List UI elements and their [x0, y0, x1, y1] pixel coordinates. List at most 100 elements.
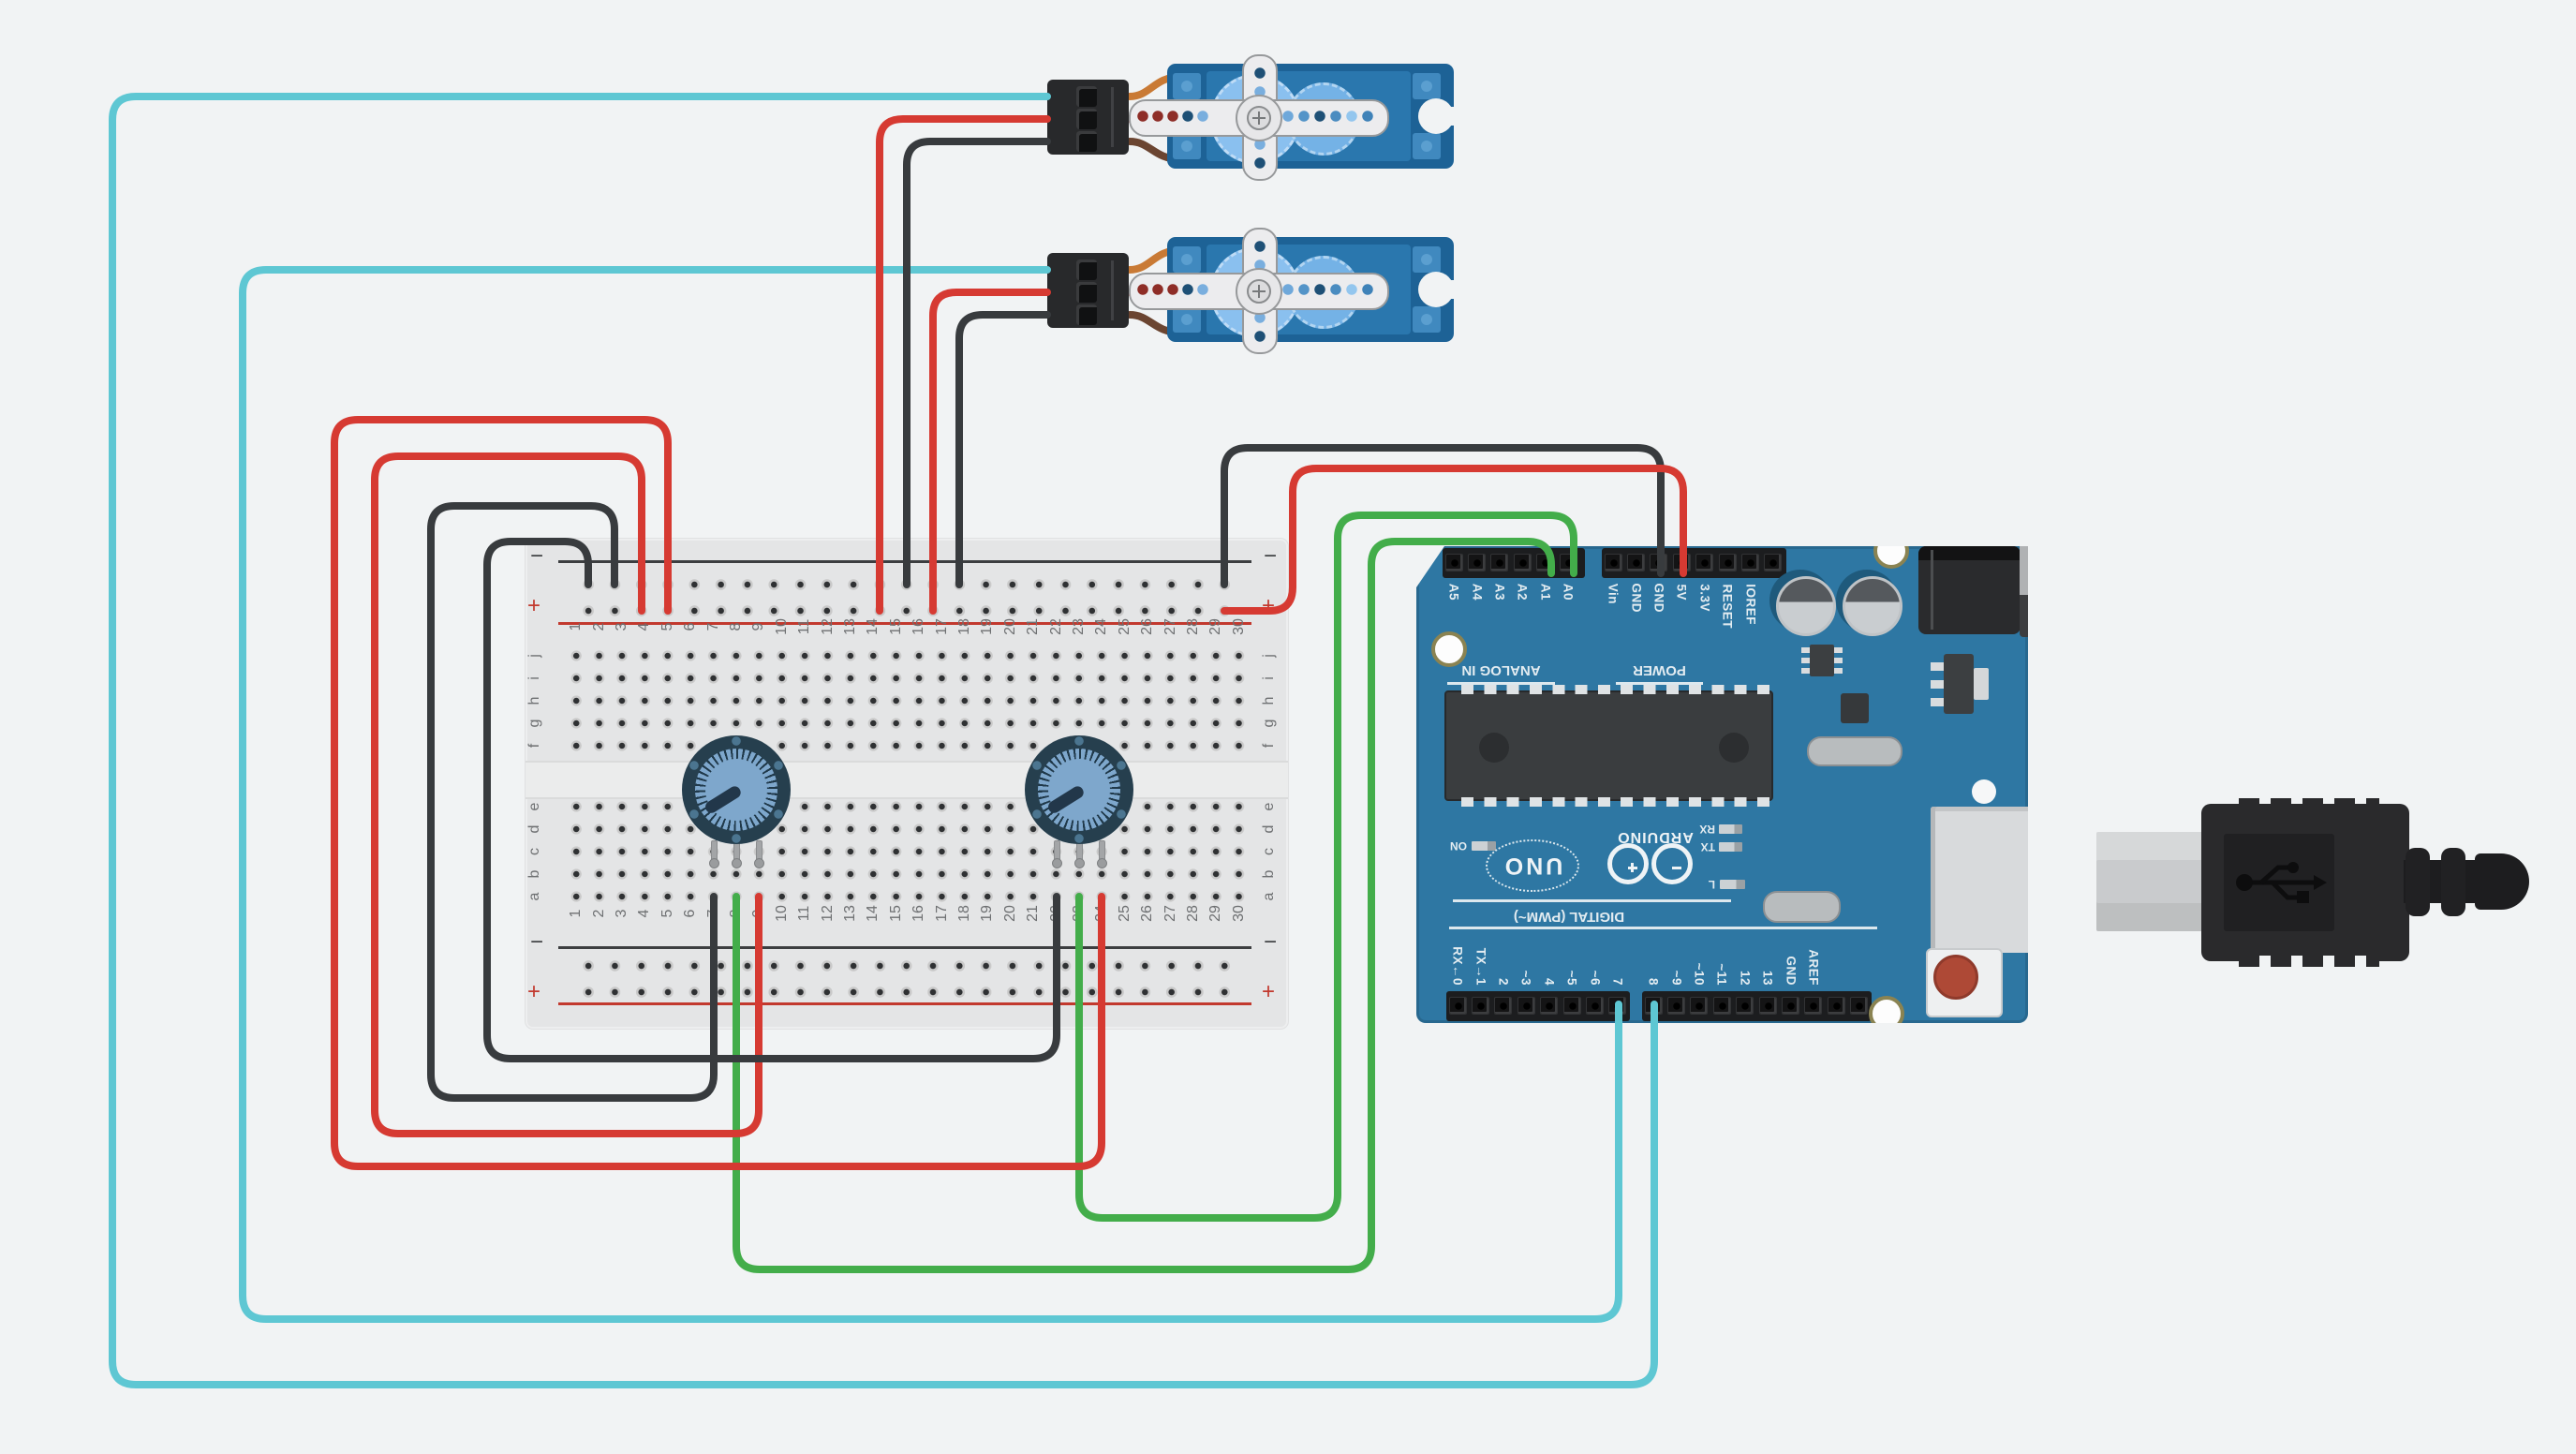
wire-pot1-wiper-a1[interactable] — [733, 538, 1555, 1273]
pin-cell[interactable]: ~3 — [1515, 991, 1537, 1021]
terminal-grid-bottom[interactable] — [565, 795, 1251, 908]
pin-socket[interactable] — [1472, 998, 1489, 1016]
pin-socket[interactable] — [1540, 998, 1558, 1016]
connector-ground-socket[interactable] — [1076, 304, 1097, 325]
wire-servo1-signal-pin8[interactable] — [109, 93, 1658, 1388]
pin-cell[interactable]: GND — [1779, 991, 1801, 1021]
wire-servo2-power-rail[interactable] — [929, 289, 1051, 615]
pin-socket[interactable] — [1468, 555, 1486, 572]
potentiometer-1[interactable] — [682, 735, 791, 868]
connector-signal-socket[interactable] — [1076, 260, 1097, 280]
pin-socket[interactable] — [1741, 555, 1759, 572]
connector-ground-socket[interactable] — [1076, 131, 1097, 152]
pin-cell[interactable]: Vin — [1602, 548, 1624, 578]
connector-signal-socket[interactable] — [1076, 86, 1097, 107]
usb-cable-end[interactable] — [2475, 853, 2529, 910]
pin-cell[interactable]: 3.3V — [1694, 548, 1716, 578]
pin-cell[interactable]: A2 — [1511, 548, 1533, 578]
pin-socket[interactable] — [1586, 998, 1604, 1016]
pin-socket[interactable] — [1695, 555, 1713, 572]
pin-socket[interactable] — [1563, 998, 1581, 1016]
wire-servo2-signal-pin7[interactable] — [239, 266, 1622, 1323]
pin-socket[interactable] — [1449, 998, 1467, 1016]
pin-socket[interactable] — [1690, 998, 1708, 1016]
servo-horn-hub[interactable] — [1236, 268, 1282, 315]
wire-pot1-power-rail[interactable] — [371, 453, 762, 1137]
usb-plug-shaft[interactable] — [2096, 832, 2204, 931]
pin-socket[interactable] — [1828, 998, 1845, 1016]
pin-cell[interactable]: ~5 — [1561, 991, 1583, 1021]
pin-cell[interactable]: ~9 — [1665, 991, 1687, 1021]
pin-cell[interactable]: TX→1 — [1469, 991, 1491, 1021]
pin-cell[interactable] — [1762, 548, 1784, 578]
pin-socket[interactable] — [1514, 555, 1532, 572]
reset-button[interactable] — [1926, 948, 2003, 1017]
pin-cell[interactable]: RX←0 — [1446, 991, 1469, 1021]
potentiometer-2[interactable] — [1025, 735, 1133, 868]
servo-horn-hub[interactable] — [1236, 95, 1282, 141]
connector-power-socket[interactable] — [1076, 282, 1097, 303]
usb-b-port[interactable] — [1931, 807, 2080, 953]
reset-button-cap[interactable] — [1933, 955, 1978, 1000]
wire-servo1-ground-rail[interactable] — [903, 138, 1051, 588]
pin-cell[interactable]: RESET — [1716, 548, 1739, 578]
pin-cell[interactable]: ~10 — [1688, 991, 1710, 1021]
pin-cell[interactable]: IOREF — [1739, 548, 1761, 578]
pin-cell[interactable]: A3 — [1488, 548, 1511, 578]
connector-power-socket[interactable] — [1076, 109, 1097, 129]
column-number: 3 — [614, 909, 629, 918]
pin-cell[interactable] — [1825, 991, 1847, 1021]
pin-socket[interactable] — [1605, 555, 1622, 572]
pin-cell[interactable]: 13 — [1756, 991, 1779, 1021]
pin-cell[interactable]: ~11 — [1710, 991, 1733, 1021]
row-letter: e — [526, 802, 542, 811]
wire-servo1-power-rail[interactable] — [876, 115, 1051, 615]
wire-servo2-ground-rail[interactable] — [955, 311, 1051, 588]
pin-cell[interactable]: 12 — [1734, 991, 1756, 1021]
pin-cell[interactable]: ~6 — [1583, 991, 1606, 1021]
pin-cell[interactable]: A4 — [1465, 548, 1488, 578]
wire-pot2-power-rail[interactable] — [331, 416, 1105, 1170]
pin-cell[interactable] — [1848, 991, 1871, 1021]
pin-socket[interactable] — [1764, 555, 1782, 572]
pin-socket[interactable] — [1445, 555, 1463, 572]
terminal-grid-top[interactable] — [565, 645, 1251, 757]
pin-cell[interactable]: A5 — [1443, 548, 1465, 578]
wire-pot1-ground-rail[interactable] — [427, 502, 718, 1102]
pin-socket[interactable] — [1782, 998, 1799, 1016]
bottom-rail-holes[interactable] — [575, 953, 1238, 1005]
column-number: 29 — [1207, 905, 1224, 922]
pin-label: ~10 — [1692, 962, 1707, 986]
pin-socket[interactable] — [1494, 998, 1512, 1016]
pin-socket[interactable] — [1736, 998, 1754, 1016]
pin-socket[interactable] — [1759, 998, 1777, 1016]
pin-cell[interactable]: AREF — [1802, 991, 1825, 1021]
pin-socket[interactable] — [1667, 998, 1685, 1016]
servo-connector[interactable] — [1047, 80, 1129, 155]
column-number: 19 — [979, 618, 996, 635]
wire-pot2-wiper-a0[interactable] — [1075, 512, 1577, 1222]
wire-rail-to-5v[interactable] — [1221, 465, 1687, 615]
pin-socket[interactable] — [1517, 998, 1535, 1016]
servo-connector[interactable] — [1047, 253, 1129, 328]
pin-cell[interactable]: 4 — [1538, 991, 1561, 1021]
wire-rail-to-gnd[interactable] — [1221, 444, 1665, 588]
pin-socket[interactable] — [1490, 555, 1508, 572]
pin-socket[interactable] — [1850, 998, 1868, 1016]
pin-cell[interactable]: 2 — [1492, 991, 1515, 1021]
pin-cell[interactable]: GND — [1624, 548, 1647, 578]
pin-socket[interactable] — [1719, 555, 1737, 572]
wire-pot2-ground-rail[interactable] — [483, 538, 1060, 1062]
micro-servo-2[interactable] — [1047, 228, 1458, 354]
pin-socket[interactable] — [1804, 998, 1822, 1016]
row-letter: f — [526, 743, 542, 749]
pin-socket[interactable] — [1713, 998, 1731, 1016]
pin-socket[interactable] — [1627, 555, 1645, 572]
micro-servo-1[interactable] — [1047, 54, 1458, 181]
